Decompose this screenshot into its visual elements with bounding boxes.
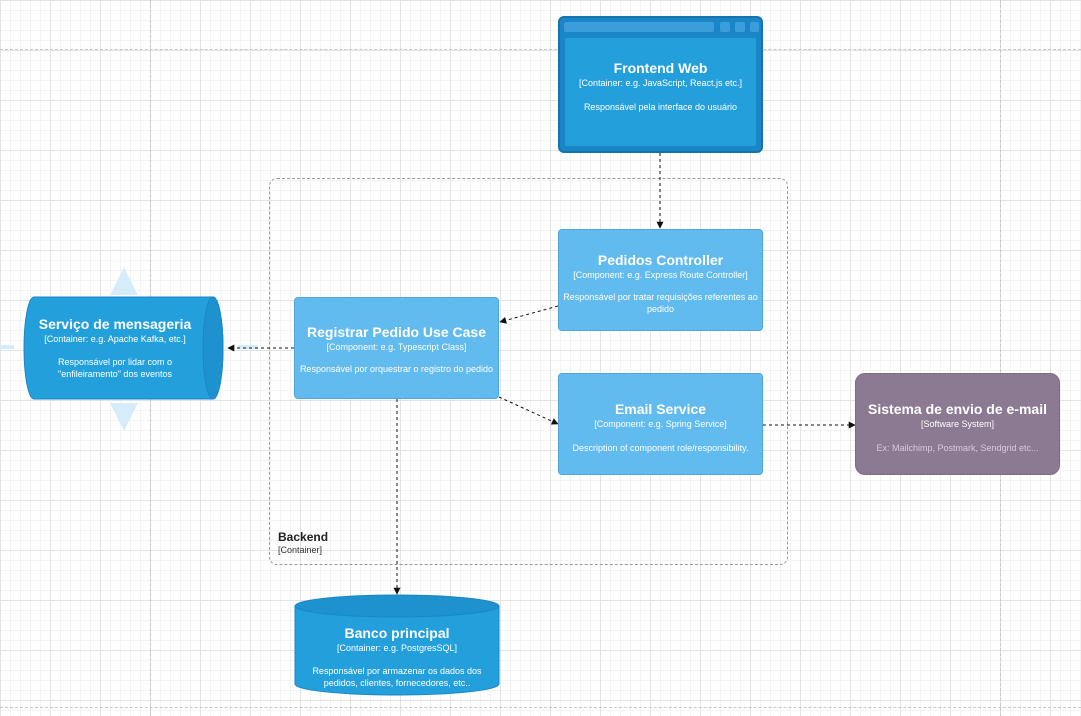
email-system-external[interactable]: Sistema de envio de e-mail [Software Sys…: [855, 373, 1060, 475]
email-service-component[interactable]: Email Service [Component: e.g. Spring Se…: [558, 373, 763, 475]
mensageria-title: Serviço de mensageria: [38, 316, 192, 332]
page-guide: [0, 707, 1081, 708]
email-service-title: Email Service: [614, 401, 707, 417]
email-system-subtitle: [Software System]: [920, 419, 995, 429]
banco-description-line1: Responsável por armazenar os dados dos: [312, 666, 482, 676]
pedidos-controller-description: Responsável por tratar requisições refer…: [563, 292, 758, 314]
mensageria-description-line1: Responsável por lidar com o: [57, 357, 173, 367]
frontend-web-container[interactable]: Frontend Web [Container: e.g. JavaScript…: [558, 16, 763, 153]
browser-titlebar: [564, 22, 759, 34]
registrar-pedido-title: Registrar Pedido Use Case: [307, 324, 486, 340]
frontend-title: Frontend Web: [613, 60, 708, 76]
mensageria-cylinder[interactable]: [23, 296, 224, 400]
email-system-title: Sistema de envio de e-mail: [868, 401, 1047, 417]
selection-hint-arrows[interactable]: [0, 267, 258, 431]
banco-description-line2: pedidos, clientes, fornecedores, etc..: [323, 678, 471, 688]
connector-usecase-to-email: [498, 396, 559, 425]
connector-controller-to-usecase: [499, 305, 559, 324]
pedidos-controller-component[interactable]: Pedidos Controller [Component: e.g. Expr…: [558, 229, 763, 331]
pedidos-controller-title: Pedidos Controller: [597, 252, 724, 268]
mensageria-label: Serviço de mensageria [Container: e.g. A…: [26, 316, 204, 380]
mensageria-description-line2: "enfileiramento" dos eventos: [58, 369, 172, 379]
email-system-description: Ex: Mailchimp, Postmark, Sendgrid etc...: [876, 443, 1039, 453]
frontend-description: Responsável pela interface do usuário: [583, 102, 738, 112]
browser-window-button: [735, 22, 745, 32]
mensageria-subtitle: [Container: e.g. Apache Kafka, etc.]: [44, 334, 186, 344]
banco-cylinder[interactable]: [294, 594, 500, 696]
email-service-subtitle: [Component: e.g. Spring Service]: [594, 419, 727, 429]
frontend-subtitle: [Container: e.g. JavaScript, React.js et…: [578, 78, 743, 88]
banco-subtitle: [Container: e.g. PostgresSQL]: [336, 643, 458, 653]
browser-window-button: [720, 22, 730, 32]
page-guide: [1000, 0, 1001, 716]
backend-boundary[interactable]: Backend [Container]: [269, 178, 788, 565]
page-guide: [0, 49, 1081, 50]
browser-window-button: [750, 22, 759, 32]
registrar-pedido-subtitle: [Component: e.g. Typescript Class]: [326, 342, 467, 352]
banco-title: Banco principal: [344, 625, 450, 641]
registrar-pedido-component[interactable]: Registrar Pedido Use Case [Component: e.…: [294, 297, 499, 399]
frontend-body: Frontend Web [Container: e.g. JavaScript…: [565, 38, 756, 146]
pedidos-controller-subtitle: [Component: e.g. Express Route Controlle…: [573, 270, 748, 280]
browser-address-bar: [564, 22, 714, 32]
banco-label: Banco principal [Container: e.g. Postgre…: [295, 625, 499, 689]
registrar-pedido-description: Responsável por orquestrar o registro do…: [299, 364, 494, 374]
email-service-description: Description of component role/responsibi…: [572, 443, 749, 453]
backend-subtitle: [Container]: [278, 545, 323, 555]
backend-title: Backend: [278, 530, 329, 544]
